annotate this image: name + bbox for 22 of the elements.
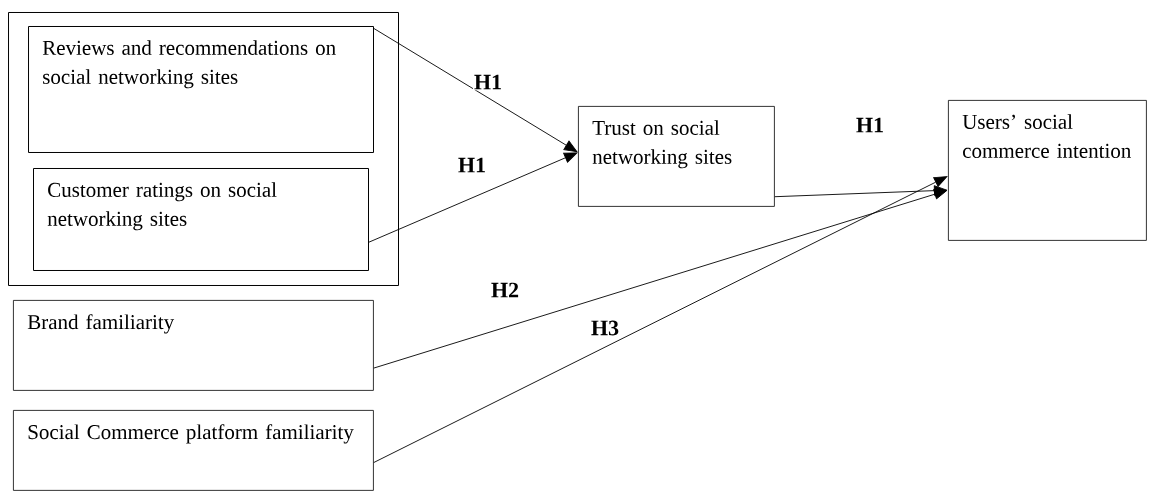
process-box — [13, 410, 374, 491]
group-box — [8, 12, 399, 286]
box-text: Social Commerce platform familiarity — [28, 424, 354, 444]
process-box — [578, 106, 775, 207]
process-box — [948, 100, 1147, 241]
edge-label: H2 — [489, 281, 521, 299]
box-text: Reviews and recommendations on social networking sites — [42, 40, 336, 89]
edge-label: H1 — [472, 73, 504, 91]
box-text: Brand familiarity — [27, 314, 175, 334]
process-box — [28, 26, 374, 153]
box-text: Customer ratings on social networking sites — [47, 182, 277, 231]
edge-label: H1 — [854, 116, 886, 134]
edge-label: H3 — [589, 319, 621, 337]
process-box — [33, 168, 369, 271]
box-text: Users’ social commerce intention — [962, 114, 1131, 158]
process-box — [13, 300, 374, 391]
arrow — [373, 188, 948, 369]
box-text: Trust on social networking sites — [592, 120, 732, 169]
arrow — [368, 152, 578, 243]
arrow — [373, 176, 948, 463]
arrow — [373, 28, 578, 153]
edge-label: H1 — [456, 156, 488, 174]
